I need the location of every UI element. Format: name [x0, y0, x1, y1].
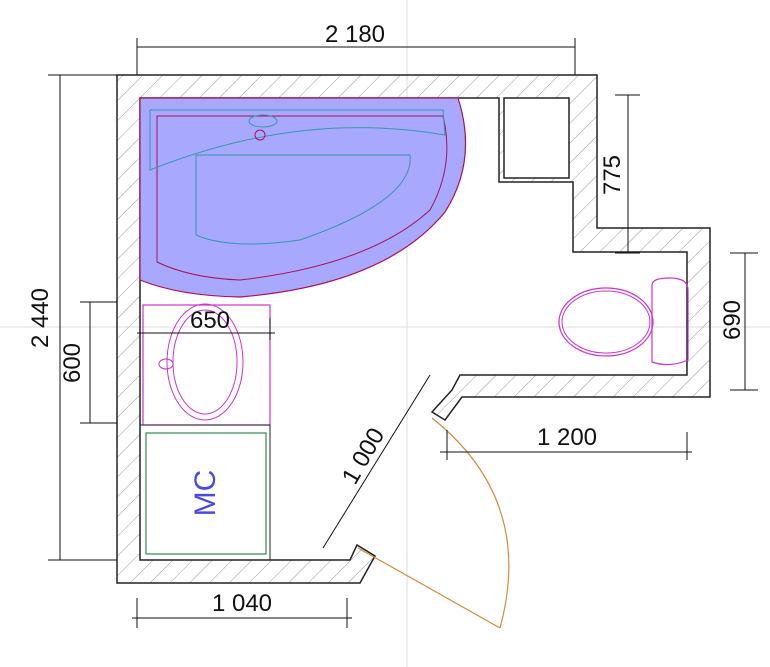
dim-toilet-zone: 690	[719, 300, 746, 340]
dim-bottom-width: 1 040	[212, 590, 272, 617]
door-swing	[357, 417, 510, 629]
dim-corridor-width: 1 200	[537, 424, 597, 451]
washing-machine: МС	[139, 424, 271, 561]
walls	[116, 74, 711, 584]
washing-machine-label: МС	[189, 470, 222, 517]
dimension-lines	[48, 38, 758, 628]
bathtub	[139, 97, 467, 298]
dim-niche-height: 775	[599, 155, 626, 195]
dim-cabinet-width: 650	[190, 307, 230, 334]
dim-diagonal: 1 000	[337, 423, 390, 489]
dim-top-width: 2 180	[325, 21, 385, 48]
dim-cabinet-height: 600	[59, 343, 86, 383]
dim-left-height: 2 440	[27, 288, 54, 348]
niche-box	[503, 97, 570, 179]
toilet	[558, 277, 689, 366]
